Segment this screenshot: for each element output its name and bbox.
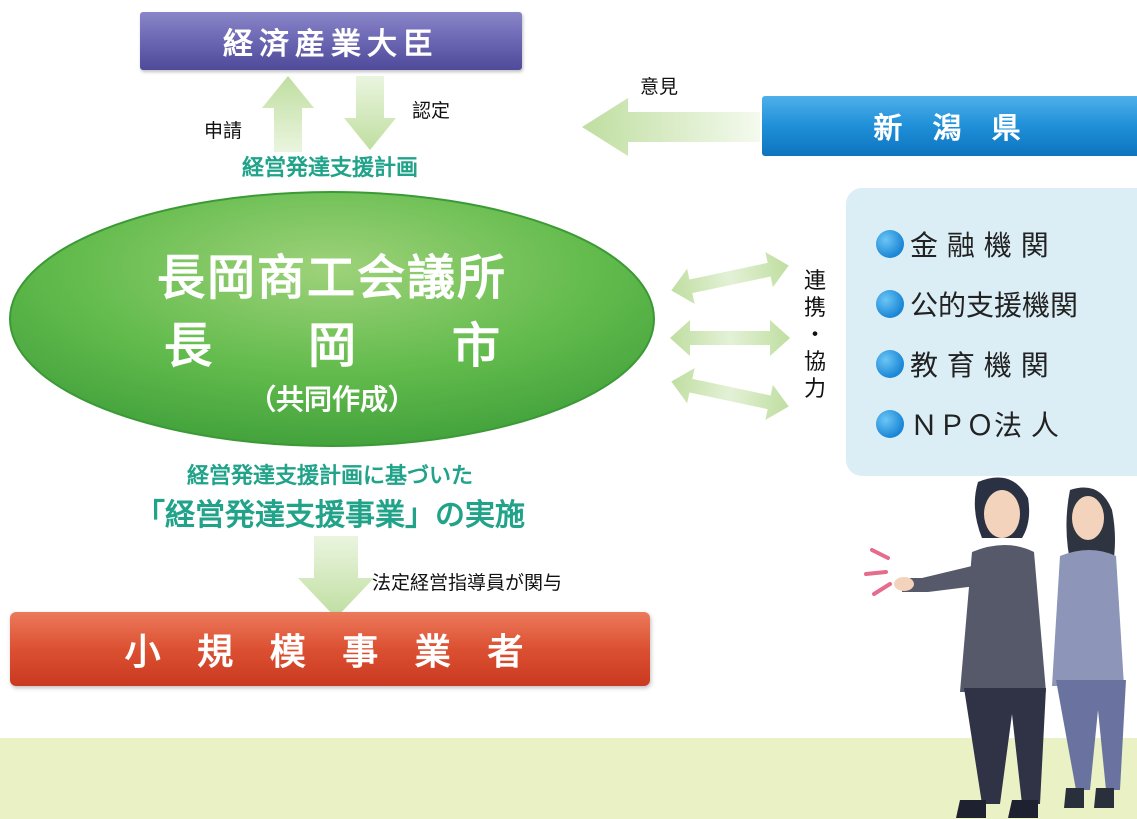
small-business-label: 小 規 模 事 業 者: [124, 632, 536, 673]
implementation-line2: 「経営発達支援事業」の実施: [135, 498, 525, 533]
blue-dot-icon: [876, 410, 904, 438]
collaboration-label: 連 携 ・ 協 力: [800, 268, 830, 403]
collab-char: 力: [803, 377, 826, 402]
implementation-line1: 経営発達支援計画に基づいた: [186, 464, 473, 489]
partner-item: 金 融 機 関: [876, 224, 1049, 264]
partner-item: ＮＰＯ法 人: [876, 404, 1059, 444]
blue-dot-icon: [876, 230, 904, 258]
minister-label: 経済産業大臣: [223, 27, 439, 62]
collaboration-arrows: [670, 252, 790, 420]
plan-label: 経営発達支援計画: [241, 156, 418, 181]
certify-arrow: [344, 76, 396, 150]
blue-dot-icon: [876, 350, 904, 378]
partner-label: ＮＰＯ法 人: [910, 409, 1059, 442]
apply-certify-arrows: [262, 76, 396, 152]
woman-figure: [1052, 487, 1126, 808]
opinion-label: 意見: [640, 76, 679, 98]
partner-label: 教 育 機 関: [910, 349, 1049, 382]
collab-char: ・: [803, 323, 826, 348]
certify-label: 認定: [412, 100, 451, 122]
collab-char: 連: [803, 269, 826, 294]
double-arrow-bottom: [671, 368, 789, 420]
core-ellipse: [9, 191, 655, 447]
partner-item: 教 育 機 関: [876, 344, 1049, 384]
partner-label: 金 融 機 関: [910, 229, 1049, 262]
blue-dot-icon: [876, 290, 904, 318]
collab-char: 携: [803, 296, 826, 321]
prefecture-box: 新 潟 県: [762, 96, 1137, 156]
down-arrow: [298, 536, 374, 618]
bottom-band: [0, 738, 1137, 819]
partner-item: 公的支援機関: [876, 284, 1078, 324]
advisor-label: 法定経営指導員が関与: [372, 572, 563, 594]
exclamation-marks-icon: [864, 548, 892, 596]
prefecture-label: 新 潟 県: [873, 111, 1031, 145]
double-arrow-top: [671, 252, 789, 304]
apply-arrow: [262, 76, 314, 152]
people-illustration: [864, 477, 1126, 818]
core-line3: （共同作成）: [247, 383, 416, 416]
partner-label: 公的支援機関: [910, 289, 1079, 322]
collab-char: 協: [803, 350, 826, 375]
core-line1: 長岡商工会議所: [156, 250, 507, 306]
minister-box: 経済産業大臣: [140, 12, 522, 70]
double-arrow-middle: [670, 320, 790, 356]
core-line2: 長 岡 市: [163, 318, 500, 374]
man-figure: [894, 477, 1046, 818]
apply-label: 申請: [204, 120, 243, 142]
opinion-arrow: [582, 98, 760, 156]
small-business-box: 小 規 模 事 業 者: [10, 612, 650, 686]
